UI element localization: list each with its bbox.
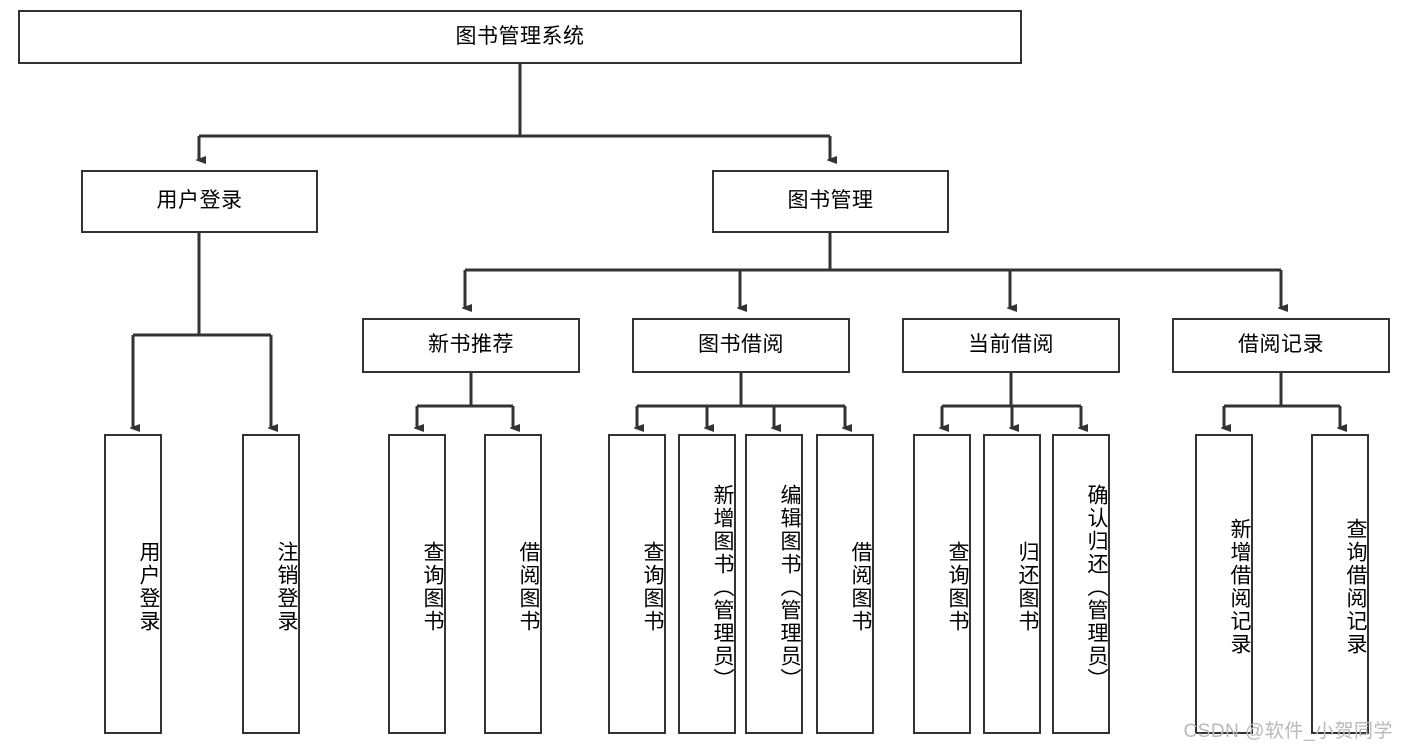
leaf-recommend-query-book[interactable]: 查询图书 — [388, 434, 446, 734]
node-label: 新增图书（管理员） — [711, 483, 734, 691]
node-label: 确认归还（管理员） — [1085, 483, 1108, 691]
leaf-record-query-record[interactable]: 查询借阅记录 — [1311, 434, 1369, 734]
node-label: 图书管理 — [787, 189, 874, 213]
node-label: 注销登录 — [275, 541, 298, 633]
node-label: 查询图书 — [641, 541, 664, 633]
node-borrow-record[interactable]: 借阅记录 — [1172, 318, 1390, 373]
node-label: 用户登录 — [137, 541, 160, 633]
node-new-book-recommend[interactable]: 新书推荐 — [362, 318, 580, 373]
node-label: 归还图书 — [1016, 541, 1039, 633]
leaf-user-login-login[interactable]: 用户登录 — [104, 434, 162, 734]
leaf-borrow-query-book[interactable]: 查询图书 — [608, 434, 666, 734]
leaf-recommend-borrow-book[interactable]: 借阅图书 — [484, 434, 542, 734]
node-label: 查询借阅记录 — [1344, 518, 1367, 656]
node-label: 借阅图书 — [849, 541, 872, 633]
csdn-watermark: CSDN @软件_小贺同学 — [1183, 721, 1393, 742]
node-label: 借阅记录 — [1238, 333, 1324, 357]
node-label: 查询图书 — [421, 541, 444, 633]
node-label: 当前借阅 — [968, 333, 1054, 357]
node-label: 新增借阅记录 — [1228, 518, 1251, 656]
node-label: 用户登录 — [156, 189, 243, 213]
leaf-user-login-logout[interactable]: 注销登录 — [242, 434, 300, 734]
node-label: 新书推荐 — [428, 333, 514, 357]
leaf-record-add-record[interactable]: 新增借阅记录 — [1195, 434, 1253, 734]
node-label: 图书借阅 — [698, 333, 784, 357]
node-label: 编辑图书（管理员） — [778, 483, 801, 691]
node-book-borrow[interactable]: 图书借阅 — [632, 318, 850, 373]
node-label: 借阅图书 — [517, 541, 540, 633]
leaf-current-return-book[interactable]: 归还图书 — [983, 434, 1041, 734]
leaf-current-query-book[interactable]: 查询图书 — [913, 434, 971, 734]
leaf-current-confirm-return-admin[interactable]: 确认归还（管理员） — [1052, 434, 1110, 734]
node-root-system[interactable]: 图书管理系统 — [18, 10, 1022, 64]
leaf-borrow-borrow-book[interactable]: 借阅图书 — [816, 434, 874, 734]
node-user-login[interactable]: 用户登录 — [81, 170, 318, 233]
node-label: 图书管理系统 — [455, 24, 585, 48]
node-current-borrow[interactable]: 当前借阅 — [902, 318, 1120, 373]
leaf-borrow-edit-book-admin[interactable]: 编辑图书（管理员） — [745, 434, 803, 734]
node-label: 查询图书 — [946, 541, 969, 633]
node-book-management[interactable]: 图书管理 — [712, 170, 949, 233]
leaf-borrow-add-book-admin[interactable]: 新增图书（管理员） — [678, 434, 736, 734]
